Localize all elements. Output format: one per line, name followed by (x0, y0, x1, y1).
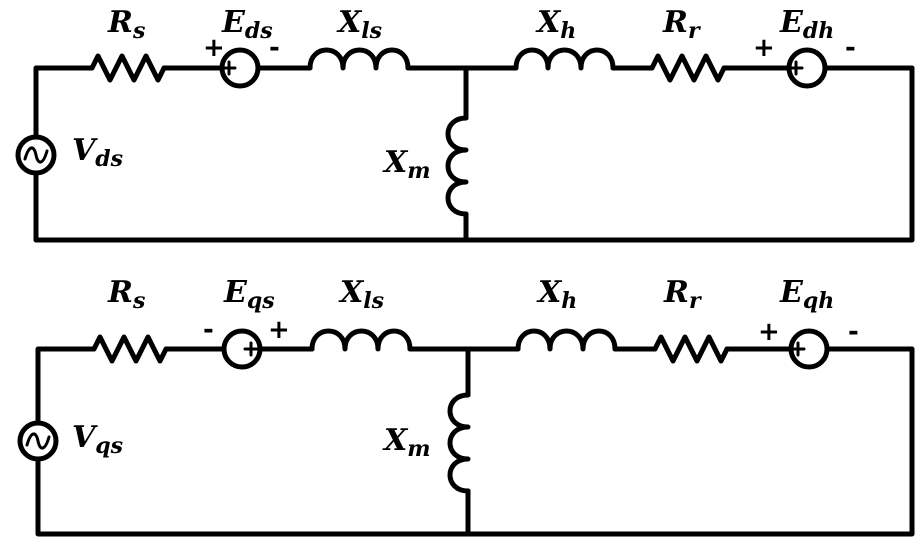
d-axis-top-wire-right (463, 65, 915, 243)
q-axis-top-wire-left (35, 346, 521, 537)
q-axis-top-wire-right (465, 346, 915, 537)
q-axis-es-label: Eqs (223, 275, 275, 314)
d-axis-stator-resistor (89, 53, 167, 83)
d-axis-magnetizing-inductor (445, 115, 469, 217)
d-axis-stator-leakage-inductor (307, 47, 411, 71)
d-axis-es-left-sign: + (203, 33, 225, 63)
q-axis-rs-label: Rs (107, 275, 145, 314)
q-axis-rotor-resistor (652, 334, 730, 364)
d-axis-rotor-resistor (649, 53, 727, 83)
q-axis-stator-emf-source (221, 328, 263, 370)
q-axis-es-right-sign: + (268, 315, 290, 345)
q-axis-es-left-sign: - (203, 315, 214, 345)
d-axis-es-label: Eds (221, 5, 273, 44)
q-axis-stator-leakage-inductor (309, 328, 413, 352)
d-axis-ac-voltage-source (15, 134, 57, 176)
d-axis-xh-label: Xh (535, 5, 576, 44)
q-axis-xm-label: Xm (382, 423, 431, 462)
q-axis-eh-left-sign: + (758, 317, 780, 347)
q-axis-xls-label: Xls (338, 275, 384, 314)
d-axis-eh-left-sign: + (753, 33, 775, 63)
q-axis-circuit: Rs Eqs - + Xls Xh Rr Eqh + - Xm Vqs (17, 275, 915, 537)
q-axis-eh-right-sign: - (848, 317, 859, 347)
q-axis-rotor-inductor (515, 328, 618, 352)
d-axis-eh-right-sign: - (845, 33, 856, 63)
d-axis-rotor-inductor (513, 47, 616, 71)
q-axis-rr-label: Rr (663, 275, 702, 314)
d-axis-source-label: Vds (72, 133, 123, 172)
d-axis-eh-label: Edh (779, 5, 834, 44)
d-axis-rotor-emf-source (786, 47, 828, 89)
d-axis-es-right-sign: - (269, 33, 280, 63)
q-axis-xh-label: Xh (536, 275, 577, 314)
d-axis-rr-label: Rr (662, 5, 701, 44)
q-axis-stator-resistor (91, 334, 169, 364)
d-axis-rs-label: Rs (107, 5, 145, 44)
d-axis-top-wire-left (33, 65, 519, 243)
q-axis-magnetizing-inductor (447, 392, 471, 494)
d-axis-xm-label: Xm (382, 145, 431, 184)
q-axis-ac-voltage-source (17, 420, 59, 462)
q-axis-eh-label: Eqh (779, 275, 834, 314)
d-axis-stator-emf-source (219, 47, 261, 89)
d-axis-xls-label: Xls (336, 5, 382, 44)
q-axis-rotor-emf-source (788, 328, 830, 370)
q-axis-source-label: Vqs (72, 420, 123, 459)
d-axis-circuit: Rs Eds + - Xls Xh Rr Edh + - Xm Vds (15, 5, 915, 243)
